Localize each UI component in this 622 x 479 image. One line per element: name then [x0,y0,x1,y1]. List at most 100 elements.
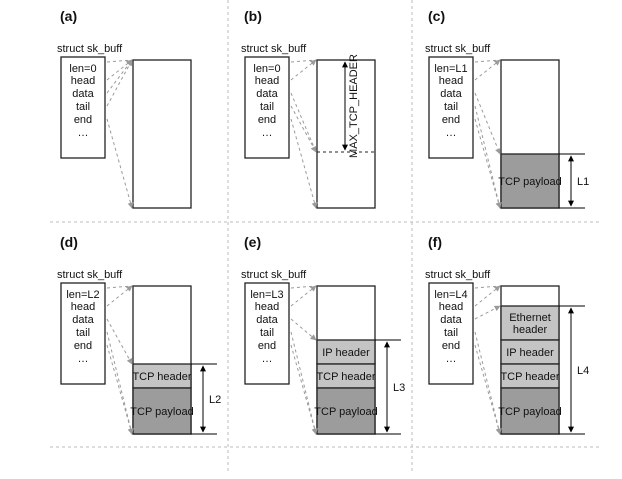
panel-label-d: (d) [60,234,78,250]
data-buffer [132,59,192,209]
pointer-arrow [290,118,318,209]
pointer-arrow [290,105,317,153]
struct-field: len=0 [69,63,96,75]
block-payload [132,387,192,435]
block-label: IP header [322,347,370,359]
struct-title: struct sk_buff [425,269,491,281]
pointer-arrow [290,92,317,153]
panels: (a)struct sk_bufflen=0headdatatailend…(b… [57,8,589,435]
panel-label-e: (e) [244,234,261,250]
pointer-arrow [474,285,501,307]
pointer-arrow [106,59,133,107]
pointer-arrow [474,59,501,81]
block-label: Ethernet [509,312,551,324]
struct-field: len=0 [253,63,280,75]
struct-field: end [74,340,92,352]
panel-d: (d)struct sk_bufflen=L2headdatatailend…T… [57,234,221,435]
pointer-arrow [474,59,501,63]
struct-field: data [440,314,462,326]
block-header [316,339,376,365]
pointer-arrow [106,318,133,365]
struct-field: head [71,75,95,87]
pointer-arrow [290,59,317,63]
block-label: TCP payload [130,406,193,418]
pointer-arrow [106,59,133,63]
pointer-arrow [474,331,502,435]
block-header [500,363,560,389]
pointer-arrow [106,331,134,435]
panel-label-f: (f) [428,234,442,250]
panel-a: (a)struct sk_bufflen=0headdatatailend… [57,8,192,209]
block-payload [500,387,560,435]
struct-field: data [72,88,94,100]
block-label: TCP payload [498,406,561,418]
pointer-arrow [474,285,501,289]
block-label: TCP header [316,371,375,383]
struct-title: struct sk_buff [241,269,307,281]
struct-field: data [256,314,278,326]
struct-field: head [439,301,463,313]
struct-box [60,56,106,159]
struct-field: tail [260,101,274,113]
block-label: TCP header [500,371,559,383]
panel-label-a: (a) [60,8,77,24]
pointer-arrow [474,105,502,209]
block-header [132,363,192,389]
struct-field: tail [260,327,274,339]
struct-field: … [446,127,457,139]
dim-label: L1 [577,176,589,188]
block-header [500,339,560,365]
struct-field: tail [76,327,90,339]
struct-field: len=L3 [250,289,283,301]
block-label: TCP payload [498,176,561,188]
struct-field: head [439,75,463,87]
panel-b: (b)struct sk_bufflen=0headdatatailend…MA… [241,8,376,209]
pointer-arrow [106,118,134,209]
struct-field: head [255,301,279,313]
struct-box [244,282,290,385]
struct-title: struct sk_buff [425,43,491,55]
pointer-arrow [106,285,133,307]
struct-field: tail [444,101,458,113]
pointer-arrow [106,59,133,94]
struct-field: head [71,301,95,313]
block-header [500,305,560,341]
struct-field: data [72,314,94,326]
struct-field: len=L1 [434,63,467,75]
max-header-label: MAX_TCP_HEADER [348,54,360,158]
block-label: IP header [506,347,554,359]
struct-field: end [258,114,276,126]
pointer-arrow [290,285,317,289]
pointer-arrow [290,331,318,435]
struct-box [244,56,290,159]
struct-field: len=L4 [434,289,467,301]
struct-field: end [442,114,460,126]
struct-field: head [255,75,279,87]
struct-field: data [256,88,278,100]
block-payload [316,387,376,435]
struct-field: … [262,127,273,139]
panel-label-c: (c) [428,8,445,24]
struct-field: tail [76,101,90,113]
dim-label: L2 [209,394,221,406]
pointer-arrow [106,285,133,289]
block-label: TCP header [132,371,191,383]
struct-title: struct sk_buff [57,43,123,55]
block-label: header [513,324,548,336]
struct-title: struct sk_buff [57,269,123,281]
struct-field: data [440,88,462,100]
pointer-arrow [290,318,317,341]
data-buffer [316,59,376,209]
block-payload [500,153,560,209]
block-header [316,363,376,389]
struct-field: … [446,353,457,365]
pointer-arrow [290,285,317,307]
dim-label: L4 [577,365,589,377]
struct-field: … [78,353,89,365]
pointer-arrow [474,92,501,155]
panel-f: (f)struct sk_bufflen=L4headdatatailend…E… [425,234,589,435]
pointer-arrow [290,344,318,435]
